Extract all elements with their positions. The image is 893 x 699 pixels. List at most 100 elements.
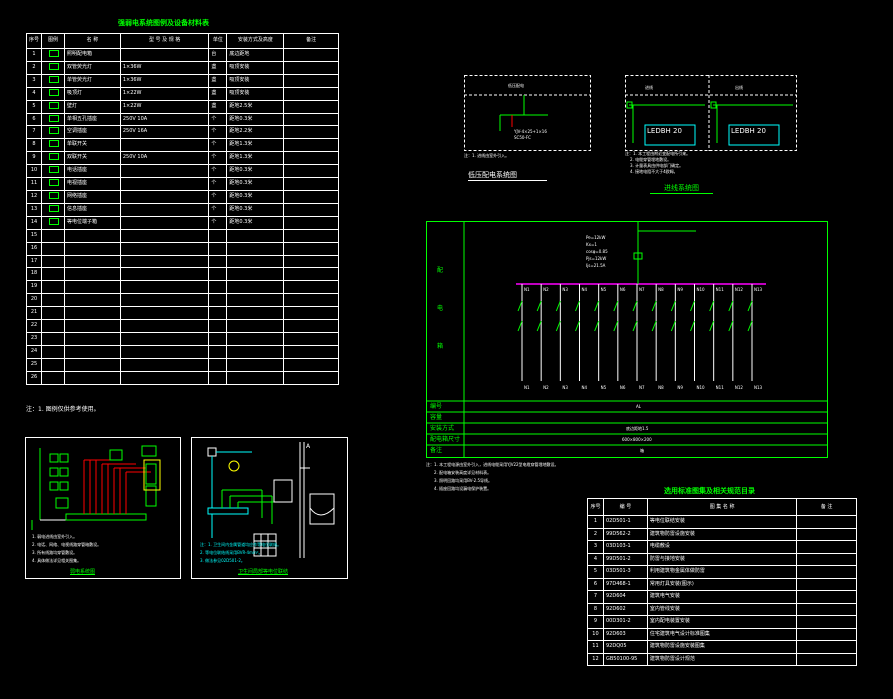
table-cell — [208, 319, 228, 333]
table-cell — [63, 370, 121, 385]
circuit-label: N4 — [582, 287, 588, 292]
table-cell: 吸顶安装 — [226, 86, 285, 101]
table-cell — [119, 241, 210, 256]
table-cell — [283, 73, 339, 88]
table-cell: 常用灯具安装(图示) — [646, 577, 798, 591]
legend-symbol-icon — [41, 357, 65, 372]
feeder-label-out: 出线 — [735, 85, 743, 90]
table-cell — [63, 306, 121, 321]
materials-header-cell: 名 称 — [63, 33, 121, 49]
feeder-title: 进线系统图 — [650, 183, 713, 194]
table-cell: 个 — [208, 112, 228, 127]
table-cell: 底边距地 — [226, 48, 285, 62]
table-row: 19 — [25, 280, 339, 295]
table-cell — [226, 319, 285, 333]
circuit-end-label: N4 — [582, 385, 588, 390]
table-cell: 盏 — [208, 60, 228, 75]
table-cell: 9 — [25, 151, 43, 166]
circuit-label: N5 — [601, 287, 607, 292]
table-cell — [796, 590, 857, 604]
table-cell: 盏 — [208, 99, 228, 114]
low-voltage-panel: 低压配电 YJV-4×25+1×16 SC50-FC — [464, 75, 591, 151]
equip-note-1: 注：1. 卫生间内金属管道均应作等电位联结。 — [200, 542, 282, 547]
standards-header-cell: 编 号 — [602, 498, 648, 516]
circuit-breaker-symbol — [613, 300, 619, 312]
table-cell — [226, 228, 285, 243]
standards-header-cell: 备 注 — [796, 498, 857, 516]
legend-symbol-icon — [41, 319, 65, 333]
legend-symbol-icon — [41, 86, 65, 101]
table-cell: 吸顶灯 — [63, 86, 121, 101]
table-row: 22 — [25, 319, 339, 333]
table-cell: 电话插座 — [63, 164, 121, 179]
table-cell: 室内管线安装 — [646, 602, 798, 616]
table-cell: 等电位端子箱 — [63, 215, 121, 230]
feeder-label-in: 进线 — [645, 85, 653, 90]
materials-table-header: 序号图例名 称型 号 及 规 格单位安装方式及高度备注 — [25, 33, 339, 49]
main-side-label-2: 电 — [437, 305, 444, 312]
table-cell: 个 — [208, 177, 228, 191]
table-cell — [63, 267, 121, 282]
table-cell: 4 — [25, 86, 43, 101]
table-cell — [283, 177, 339, 191]
table-cell — [796, 640, 857, 654]
table-cell: 250V 10A — [119, 112, 210, 127]
standards-header-cell: 图 集 名 称 — [646, 498, 798, 516]
standards-header-cell: 序号 — [587, 498, 604, 516]
equip-caption: 卫生间局部等电位联结 — [238, 569, 289, 575]
table-cell: 双联开关 — [63, 151, 121, 166]
low-voltage-note: 注：1. 进线由室外引入。 — [464, 153, 510, 158]
table-cell: 盏 — [208, 73, 228, 88]
bottom-row-label-3: 安装方式 — [430, 425, 455, 432]
table-cell: 1×36W — [119, 73, 210, 88]
bottom-value-1: AL — [636, 404, 641, 409]
circuit-breaker-symbol — [517, 300, 523, 312]
table-cell: 5 — [25, 99, 43, 114]
table-cell — [119, 370, 210, 385]
table-cell — [119, 48, 210, 62]
table-cell: 个 — [208, 138, 228, 153]
table-cell — [63, 293, 121, 308]
circuit-breaker-symbol — [575, 320, 580, 332]
table-cell — [796, 540, 857, 554]
legend-symbol-icon — [41, 125, 65, 140]
table-cell: 个 — [208, 164, 228, 179]
table-cell: 建筑物防雷设施安装 — [646, 527, 798, 541]
table-cell — [283, 86, 339, 101]
table-cell — [283, 138, 339, 153]
incoming-3: cosφ=0.85 — [586, 249, 608, 254]
table-cell: 92D603 — [602, 627, 648, 641]
table-cell — [796, 652, 857, 666]
feeder-box-2: LEDBH 20 — [731, 127, 766, 135]
circuit-breaker-symbol — [728, 320, 734, 332]
table-cell — [283, 228, 339, 243]
table-cell — [283, 189, 339, 204]
table-cell: 250V 10A — [119, 151, 210, 166]
table-cell: 7 — [587, 590, 604, 604]
circuit-end-label: N12 — [735, 385, 744, 390]
table-cell — [63, 344, 121, 359]
table-cell — [283, 60, 339, 75]
table-cell: 6 — [25, 112, 43, 127]
table-cell — [283, 48, 339, 62]
table-cell — [283, 344, 339, 359]
legend-symbol-icon — [41, 267, 65, 282]
table-cell — [283, 254, 339, 269]
incoming-4: Pjs=12kW — [586, 256, 607, 261]
legend-symbol-icon — [41, 241, 65, 256]
table-row: 18 — [25, 267, 339, 282]
circuit-end-label: N2 — [543, 385, 549, 390]
circuit-label: N3 — [562, 287, 568, 292]
table-cell — [283, 331, 339, 346]
main-note-3: 3. 照明回路均采用BV-2.5导线。 — [434, 478, 493, 483]
table-cell: 距地2.2米 — [226, 125, 285, 140]
feeder-box-1: LEDBH 20 — [647, 127, 682, 135]
table-cell: 2 — [25, 60, 43, 75]
low-voltage-title: 低压配电系统图 — [468, 170, 547, 181]
